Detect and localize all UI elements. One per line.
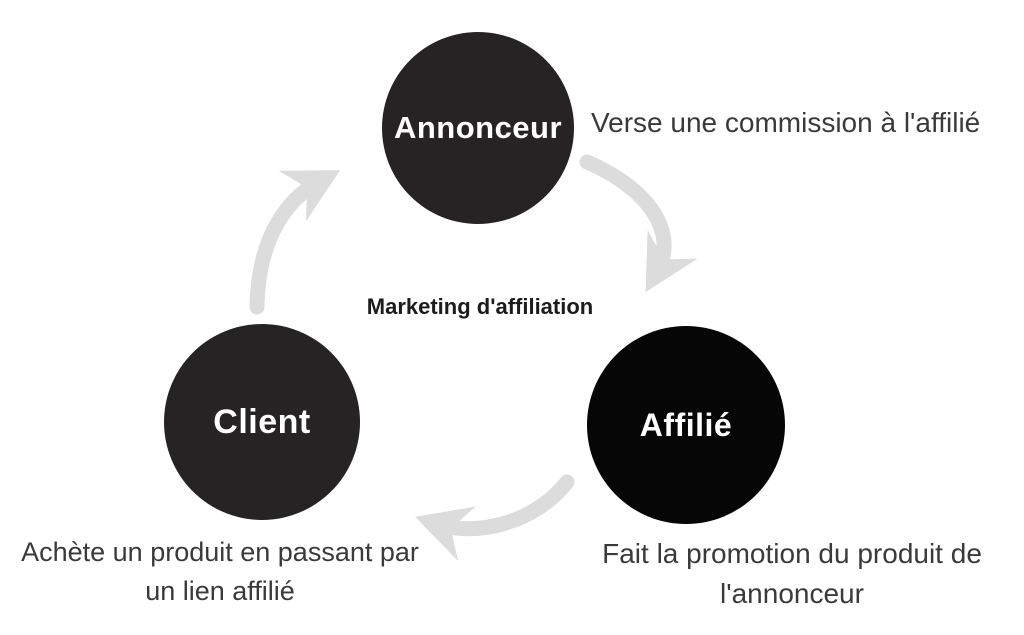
caption-client: Achète un produit en passant par un lien… xyxy=(21,537,419,606)
arrow-annonceur-to-affilie-icon xyxy=(579,154,698,293)
node-affilie-label: Affilié xyxy=(639,406,733,443)
node-annonceur: Annonceur xyxy=(382,32,574,224)
diagram-title: Marketing d'affiliation xyxy=(366,294,594,319)
node-affilie: Affilié xyxy=(587,326,785,524)
arrow-affilie-to-client-icon xyxy=(415,474,575,562)
caption-affilie: Fait la promotion du produit de l'annonc… xyxy=(602,538,982,609)
node-client: Client xyxy=(164,324,360,520)
caption-annonceur: Verse une commission à l'affilié xyxy=(591,107,981,138)
node-annonceur-label: Annonceur xyxy=(393,110,563,145)
arrow-client-to-annonceur-icon xyxy=(249,170,341,315)
node-client-label: Client xyxy=(213,402,311,441)
